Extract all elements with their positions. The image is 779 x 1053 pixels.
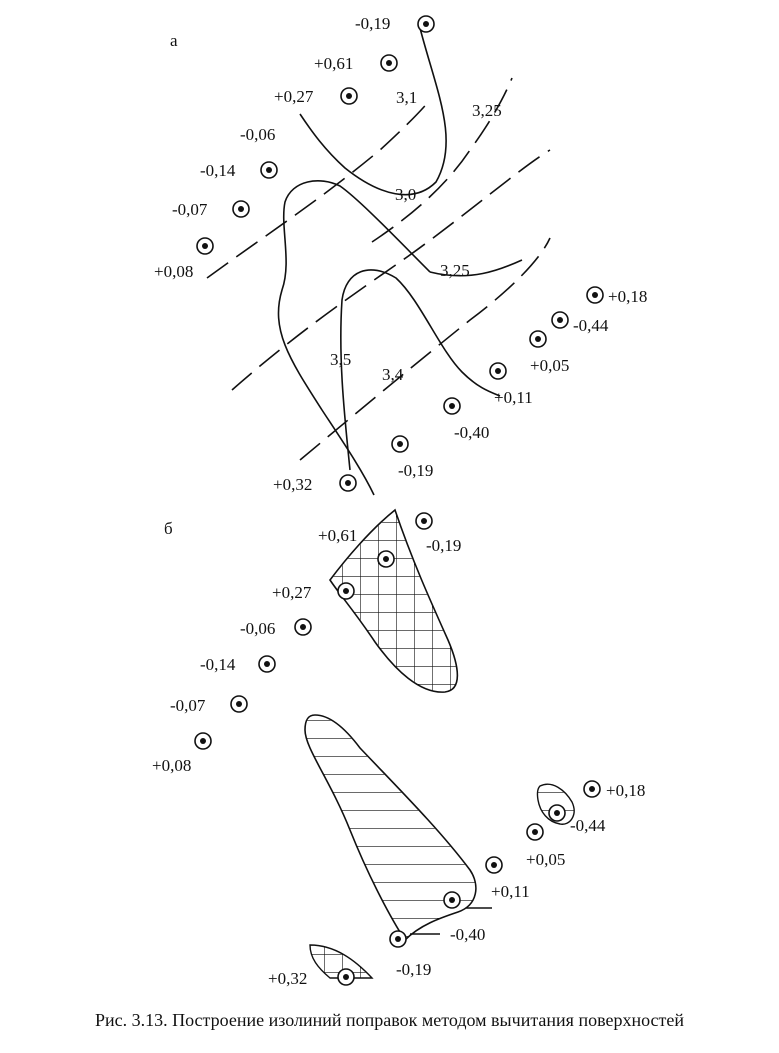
station-marker [551, 311, 569, 329]
line-hatched-area-middle [304, 714, 477, 942]
isoline-3-4 [299, 237, 551, 461]
station-marker [417, 15, 435, 33]
isoline-3-0-loop [277, 180, 431, 496]
panel-a-isolines [206, 27, 551, 496]
station-marker [377, 550, 395, 568]
station-marker [230, 695, 248, 713]
grid-hatched-area-bottom [309, 944, 374, 979]
figure-caption: Рис. 3.13. Построение изолиний поправок … [94, 1010, 685, 1030]
point-label: +0,08 [154, 262, 193, 281]
grid-hatched-area-top [329, 508, 459, 693]
point-label: -0,40 [454, 423, 489, 442]
isoline-3-25-upper [371, 77, 513, 243]
point-label: +0,18 [608, 287, 647, 306]
point-label: -0,19 [355, 14, 390, 33]
isoline-3-0 [299, 27, 447, 196]
panel-label-b: б [164, 519, 173, 538]
isoline-label-6: 3,4 [382, 365, 404, 384]
station-marker [586, 286, 604, 304]
station-marker [337, 968, 355, 986]
isoline-3-25-east [429, 259, 523, 277]
isoline-label-4: 3,25 [440, 261, 470, 280]
station-marker [389, 930, 407, 948]
station-marker [294, 618, 312, 636]
point-label: -0,06 [240, 125, 275, 144]
point-label: +0,32 [273, 475, 312, 494]
station-marker [339, 474, 357, 492]
isoline-label-5: 3,5 [330, 350, 351, 369]
panel-label-a: а [170, 31, 178, 50]
station-marker [391, 435, 409, 453]
point-label: -0,40 [450, 925, 485, 944]
station-marker [340, 87, 358, 105]
station-marker [548, 804, 566, 822]
isoline-label-1: 3,1 [396, 88, 417, 107]
station-marker [443, 397, 461, 415]
station-marker [258, 655, 276, 673]
panel-b-points: -0,19 +0,61 +0,27 -0,06 -0,14 -0,07 +0,0… [152, 512, 645, 988]
station-marker [380, 54, 398, 72]
point-label: +0,11 [494, 388, 533, 407]
point-label: -0,06 [240, 619, 275, 638]
isoline-3-25-lower [231, 149, 551, 391]
point-label: -0,14 [200, 655, 236, 674]
station-marker [196, 237, 214, 255]
station-marker [443, 891, 461, 909]
panel-a-points: -0,19 +0,61 +0,27 -0,06 -0,14 -0,07 +0,0… [154, 14, 647, 494]
isoline-3-1 [206, 99, 431, 279]
station-marker [232, 200, 250, 218]
point-label: -0,14 [200, 161, 236, 180]
point-label: +0,27 [274, 87, 314, 106]
station-marker [194, 732, 212, 750]
point-label: +0,11 [491, 882, 530, 901]
point-label: +0,18 [606, 781, 645, 800]
station-marker [415, 512, 433, 530]
point-label: -0,19 [426, 536, 461, 555]
point-label: +0,05 [530, 356, 569, 375]
point-label: -0,44 [570, 816, 606, 835]
point-label: +0,27 [272, 583, 312, 602]
point-label: +0,61 [314, 54, 353, 73]
point-label: -0,19 [398, 461, 433, 480]
panel-b-areas [304, 508, 575, 979]
station-marker [260, 161, 278, 179]
point-label: +0,08 [152, 756, 191, 775]
isoline-label-3: 3,0 [395, 185, 416, 204]
station-marker [529, 330, 547, 348]
point-label: -0,07 [170, 696, 206, 715]
point-label: -0,19 [396, 960, 431, 979]
panel-b-leader-ticks [410, 907, 492, 935]
point-label: +0,05 [526, 850, 565, 869]
point-label: -0,07 [172, 200, 208, 219]
station-marker [526, 823, 544, 841]
isoline-3-5 [340, 269, 501, 471]
station-marker [485, 856, 503, 874]
station-marker [337, 582, 355, 600]
figure-canvas: а б 3,1 3,25 3,0 3,25 3,5 3,4 -0,19 +0,6… [152, 14, 647, 988]
point-label: +0,61 [318, 526, 357, 545]
point-label: -0,44 [573, 316, 609, 335]
station-marker [583, 780, 601, 798]
isoline-label-2: 3,25 [472, 101, 502, 120]
point-label: +0,32 [268, 969, 307, 988]
station-marker [489, 362, 507, 380]
